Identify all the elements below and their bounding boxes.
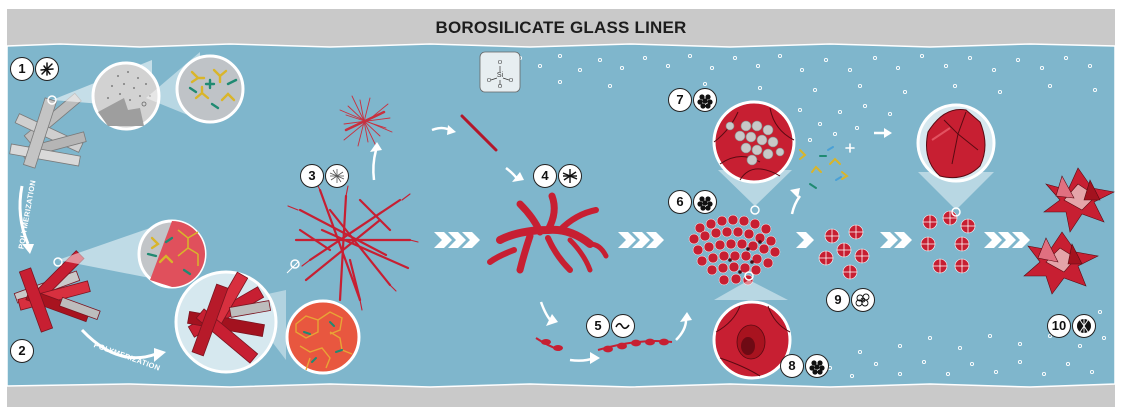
ridged-sphere-icon: [1072, 314, 1096, 338]
fiber-network-icon: [325, 164, 349, 188]
dense-network-icon: [558, 164, 582, 188]
liner-bottom: [7, 383, 1115, 407]
crystal-tuft-icon: [35, 57, 59, 81]
step-2-number: 2: [10, 339, 34, 363]
silicate-molecule-inset: Si O O O O: [480, 52, 520, 92]
diagram-title: BOROSILICATE GLASS LINER: [0, 18, 1122, 38]
svg-text:Si: Si: [497, 72, 504, 79]
wave-icon: [611, 314, 635, 338]
svg-text:O: O: [498, 84, 503, 90]
magnifier-polymerization: [139, 221, 205, 287]
sphere-cluster-icon: [805, 354, 829, 378]
svg-text:O: O: [487, 78, 492, 84]
step-3-number: 3: [300, 164, 324, 188]
step-7-number: 7: [668, 88, 692, 112]
magnifier-packed-spheres: [714, 102, 794, 182]
magnifier-polymer-network: [287, 301, 359, 373]
magnifier-sphere-interior: [714, 302, 790, 378]
step-9-number: 9: [826, 288, 850, 312]
step-1-number: 1: [10, 57, 34, 81]
step-10-number: 10: [1047, 314, 1071, 338]
magnifier-faceted-sphere: [918, 105, 994, 181]
step-4-number: 4: [533, 164, 557, 188]
step-6-number: 6: [668, 190, 692, 214]
svg-text:O: O: [498, 60, 503, 66]
sphere-cluster-icon: [693, 190, 717, 214]
svg-text:O: O: [509, 78, 514, 84]
polymer-mat-bundle: [176, 272, 276, 372]
sphere-cluster-icon: [693, 88, 717, 112]
step-8-number: 8: [780, 354, 804, 378]
magnifier-monomers: [177, 56, 243, 122]
sphere-aggregate-icon: [851, 288, 875, 312]
step-5-number: 5: [586, 314, 610, 338]
